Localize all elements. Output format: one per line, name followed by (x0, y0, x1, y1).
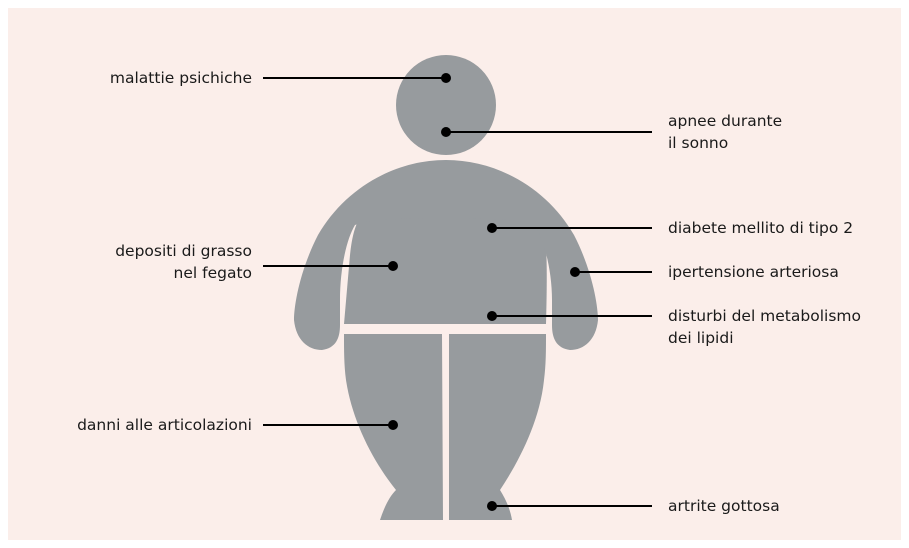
head (396, 55, 496, 155)
label-lipids: disturbi del metabolismo dei lipidi (668, 305, 861, 349)
dot-joints (388, 420, 398, 430)
marker-dots (388, 73, 580, 511)
dot-gout (487, 501, 497, 511)
torso (344, 215, 547, 324)
label-psychic-line-1: malattie psichiche (109, 69, 252, 87)
label-joints: danni alle articolazioni (77, 414, 252, 436)
label-liver: depositi di grasso nel fegato (115, 240, 252, 284)
label-hypertension-line-1: ipertensione arteriosa (668, 263, 839, 281)
dot-apnea (441, 127, 451, 137)
dot-psychic (441, 73, 451, 83)
label-lipids-line-2: dei lipidi (668, 329, 734, 347)
right-leg (449, 334, 546, 520)
label-liver-line-1: depositi di grasso (115, 242, 252, 260)
dot-diabetes (487, 223, 497, 233)
dot-hypertension (570, 267, 580, 277)
dot-lipids (487, 311, 497, 321)
label-hypertension: ipertensione arteriosa (668, 261, 839, 283)
label-liver-line-2: nel fegato (173, 264, 252, 282)
dot-liver (388, 261, 398, 271)
body-silhouette (294, 55, 598, 520)
label-lipids-line-1: disturbi del metabolismo (668, 307, 861, 325)
label-apnea: apnee durante il sonno (668, 110, 782, 154)
label-psychic: malattie psichiche (110, 67, 252, 89)
label-gout: artrite gottosa (668, 495, 780, 517)
label-diabetes-line-1: diabete mellito di tipo 2 (668, 219, 854, 237)
label-diabetes: diabete mellito di tipo 2 (668, 217, 853, 239)
upper-body (294, 160, 598, 350)
label-apnea-line-1: apnee durante (668, 112, 783, 130)
label-joints-line-1: danni alle articolazioni (77, 416, 252, 434)
label-gout-line-1: artrite gottosa (668, 497, 780, 515)
connector-lines (263, 77, 652, 507)
label-apnea-line-2: il sonno (668, 134, 729, 152)
